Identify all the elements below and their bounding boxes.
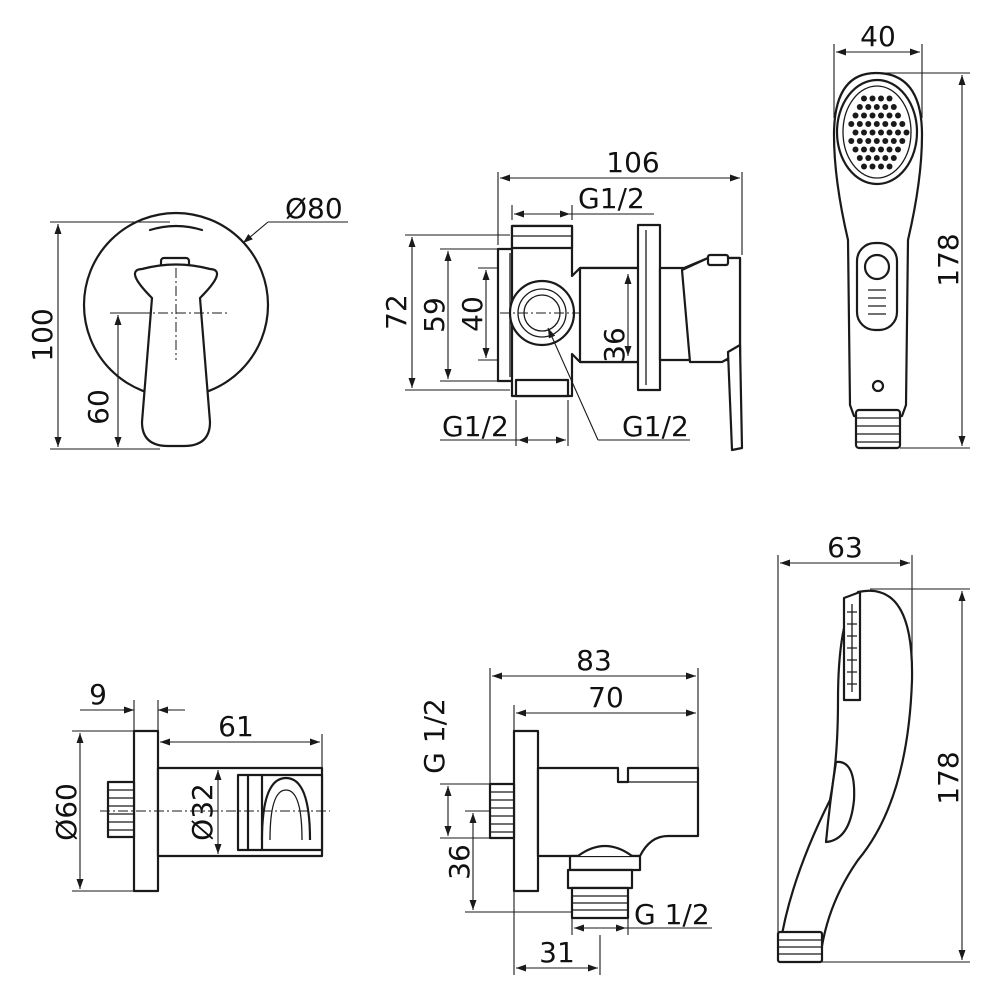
mixer-diameter-label: Ø80 bbox=[285, 192, 343, 225]
nozzle bbox=[861, 163, 867, 170]
nozzle bbox=[873, 121, 880, 127]
nozzle bbox=[886, 112, 893, 119]
outlet-body-label: 70 bbox=[588, 681, 624, 714]
holder-body-diameter-label: Ø32 bbox=[186, 783, 219, 841]
nozzle bbox=[861, 95, 867, 102]
nozzle bbox=[882, 138, 889, 144]
nozzle bbox=[873, 104, 880, 110]
nozzle bbox=[878, 146, 884, 153]
nozzle bbox=[882, 121, 889, 127]
nozzle bbox=[890, 104, 897, 110]
nozzle bbox=[895, 112, 901, 119]
holder-flange-diameter-label: Ø60 bbox=[50, 783, 83, 841]
nozzle bbox=[878, 112, 884, 119]
nozzle bbox=[873, 155, 880, 161]
nozzle bbox=[878, 163, 884, 170]
nozzle bbox=[852, 146, 859, 153]
nozzle bbox=[869, 112, 876, 119]
mixer-length-label: 106 bbox=[606, 146, 659, 179]
nozzle bbox=[869, 129, 876, 136]
wall-outlet-view: 83 70 G 1/2 36 G 1/2 31 bbox=[418, 644, 712, 975]
nozzle bbox=[856, 104, 863, 110]
side-shower-width-label: 63 bbox=[827, 531, 863, 564]
nozzle bbox=[890, 155, 897, 161]
nozzle bbox=[886, 146, 893, 153]
outlet-height-label: 36 bbox=[443, 844, 476, 880]
mixer-bottom-right-thread-label: G1/2 bbox=[622, 410, 689, 443]
nozzle bbox=[848, 138, 855, 144]
nozzle bbox=[895, 129, 901, 136]
nozzle bbox=[878, 129, 884, 136]
hand-shower-length-label: 178 bbox=[932, 233, 965, 286]
nozzle bbox=[903, 129, 910, 136]
mixer-side-view: 106 G1/2 72 59 40 36 G1/2 G1/2 bbox=[380, 146, 744, 452]
nozzle bbox=[856, 138, 863, 144]
nozzle bbox=[852, 129, 859, 136]
nozzle bbox=[873, 138, 880, 144]
holder-depth-label: 61 bbox=[218, 710, 254, 743]
nozzle bbox=[861, 146, 867, 153]
mixer-h59-label: 59 bbox=[418, 297, 451, 333]
nozzle bbox=[865, 138, 872, 144]
nozzle bbox=[890, 121, 897, 127]
nozzle bbox=[865, 121, 872, 127]
nozzle bbox=[890, 138, 897, 144]
nozzle bbox=[882, 104, 889, 110]
nozzle bbox=[882, 155, 889, 161]
nozzle bbox=[856, 121, 863, 127]
mixer-height-label: 100 bbox=[26, 308, 59, 361]
spray-nozzles bbox=[848, 95, 910, 170]
nozzle bbox=[848, 121, 855, 127]
nozzle bbox=[861, 112, 867, 119]
mixer-h40-label: 40 bbox=[456, 296, 489, 332]
mixer-bottom-left-thread-label: G1/2 bbox=[442, 410, 509, 443]
mixer-h36-label: 36 bbox=[598, 327, 631, 363]
mixer-front-view: Ø80 100 60 bbox=[26, 192, 348, 450]
nozzle bbox=[861, 129, 867, 136]
hand-shower-front-view: 40 178 bbox=[832, 20, 970, 450]
hand-shower-side-view: 63 178 bbox=[776, 531, 970, 964]
outlet-wall-thread-label: G 1/2 bbox=[418, 698, 451, 774]
nozzle bbox=[886, 95, 893, 102]
hand-shower-width-label: 40 bbox=[860, 20, 896, 53]
mixer-handle-label: 60 bbox=[82, 389, 115, 425]
nozzle bbox=[899, 121, 906, 127]
outlet-thread-label: G 1/2 bbox=[634, 898, 710, 931]
mixer-top-thread-label: G1/2 bbox=[578, 182, 645, 215]
nozzle bbox=[869, 163, 876, 170]
nozzle bbox=[878, 95, 884, 102]
outlet-length-label: 83 bbox=[576, 644, 612, 677]
nozzle bbox=[852, 112, 859, 119]
outlet-offset-label: 31 bbox=[539, 936, 575, 969]
nozzle bbox=[865, 155, 872, 161]
side-shower-length-label: 178 bbox=[932, 751, 965, 804]
nozzle bbox=[869, 146, 876, 153]
nozzle bbox=[865, 104, 872, 110]
holder-flange-label: 9 bbox=[89, 678, 107, 711]
nozzle bbox=[869, 95, 876, 102]
nozzle bbox=[886, 129, 893, 136]
mixer-h72-label: 72 bbox=[380, 294, 413, 330]
nozzle bbox=[886, 163, 893, 170]
nozzle bbox=[856, 155, 863, 161]
nozzle bbox=[895, 146, 901, 153]
shower-holder-view: 9 61 Ø60 Ø32 bbox=[50, 678, 330, 893]
nozzle bbox=[899, 138, 906, 144]
